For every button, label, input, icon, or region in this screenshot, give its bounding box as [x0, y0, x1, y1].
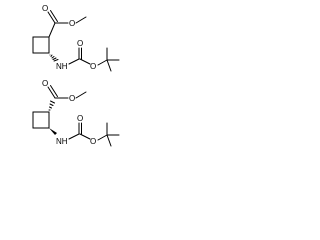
tbutyl-methyl-bond: [106, 134, 112, 147]
wedge-bond: [49, 128, 57, 135]
carbamate-oxygen-label: O: [90, 62, 96, 71]
amide-bond: [68, 58, 80, 65]
carbonyl-double-bond: [47, 86, 56, 99]
amine-label: NH: [56, 137, 68, 146]
carbamate-single-bond: [79, 58, 91, 65]
ester-oxygen-label: O: [69, 19, 75, 28]
tbutyl-methyl-bond: [106, 59, 112, 72]
molecule-bottom: O O NH O O: [32, 79, 120, 147]
hashed-bond: [49, 54, 59, 62]
structure-canvas: O O NH O O: [0, 0, 152, 152]
carbonyl-double-bond: [50, 85, 58, 97]
tbutyl-bond: [97, 59, 108, 66]
molecule-drawing: O O NH O O: [32, 4, 120, 147]
ester-oxygen-label: O: [69, 94, 75, 103]
ring-to-ester-bond: [48, 22, 56, 38]
carbamate-oxygen-label: O: [90, 137, 96, 146]
methyl-bond: [75, 91, 87, 99]
carbonyl-double-bond: [50, 10, 58, 22]
tbutyl-bond: [97, 134, 108, 141]
amide-bond: [68, 133, 80, 140]
hashed-bond: [48, 100, 55, 111]
carbamate-carbonyl-oxygen-label: O: [77, 114, 83, 123]
carbonyl-double-bond: [47, 11, 56, 24]
methyl-bond: [75, 16, 87, 24]
molecule-top: O O NH O O: [32, 4, 120, 72]
carbamate-single-bond: [79, 133, 91, 140]
amine-label: NH: [56, 62, 68, 71]
carbonyl-oxygen-label: O: [42, 4, 48, 13]
carbonyl-oxygen-label: O: [42, 79, 48, 88]
carbamate-carbonyl-oxygen-label: O: [77, 39, 83, 48]
